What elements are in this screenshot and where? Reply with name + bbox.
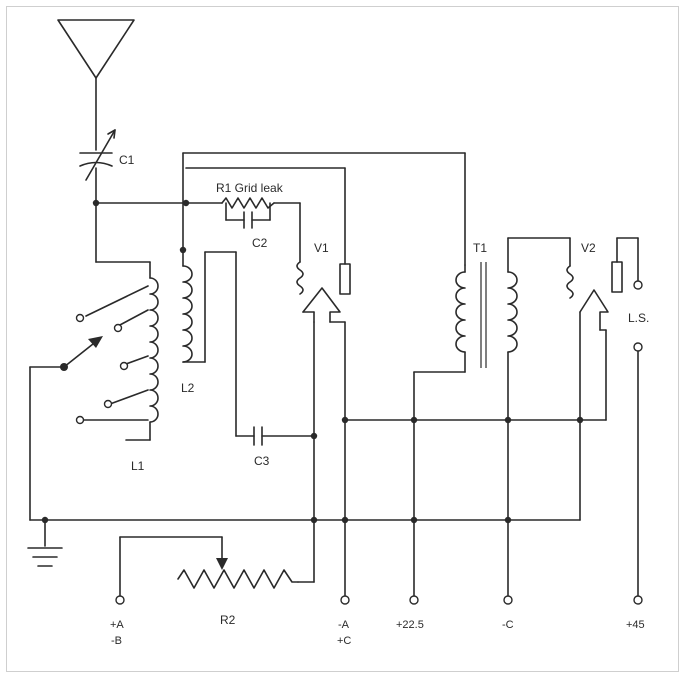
ground-symbol xyxy=(27,547,63,567)
label-r1: R1 Grid leak xyxy=(216,181,284,195)
rheostat-r2 xyxy=(119,434,315,597)
loudspeaker-terminals xyxy=(633,280,643,597)
antenna-symbol xyxy=(57,19,135,151)
tube-v2 xyxy=(566,237,639,521)
label-c2: C2 xyxy=(252,236,268,250)
label-l2: L2 xyxy=(181,381,195,395)
label-c3: C3 xyxy=(254,454,270,468)
label-r2: R2 xyxy=(220,613,236,627)
terminal-plus-c: +C xyxy=(337,635,351,647)
terminal-plus-22-5: +22.5 xyxy=(396,619,424,631)
coil-l2 xyxy=(182,249,237,437)
tap-switch xyxy=(29,313,129,521)
terminal-plus-45: +45 xyxy=(626,619,645,631)
ground-bus xyxy=(29,516,581,547)
resistor-r1 xyxy=(221,197,275,209)
grid-circuit-wiring xyxy=(95,152,466,266)
label-v1: V1 xyxy=(314,241,329,255)
label-t1: T1 xyxy=(473,241,487,255)
label-l1: L1 xyxy=(131,459,145,473)
label-v2: V2 xyxy=(581,241,596,255)
tube-v1 xyxy=(296,261,351,436)
capacitor-c3 xyxy=(235,426,315,446)
junction-dots xyxy=(92,199,318,440)
label-c1: C1 xyxy=(119,153,135,167)
coil-l1 xyxy=(81,261,159,441)
terminal-plus-a: +A xyxy=(110,619,124,631)
transformer-t1 xyxy=(413,237,571,597)
capacitor-c1 xyxy=(79,129,116,263)
terminal-minus-b: -B xyxy=(111,635,122,647)
battery-terminals xyxy=(115,595,643,605)
diagram-frame xyxy=(6,6,679,672)
capacitor-c2 xyxy=(225,202,271,229)
label-ls: L.S. xyxy=(628,311,649,325)
terminal-minus-c: -C xyxy=(502,619,514,631)
terminal-minus-a: -A xyxy=(338,619,350,631)
filament-bus xyxy=(341,416,607,597)
